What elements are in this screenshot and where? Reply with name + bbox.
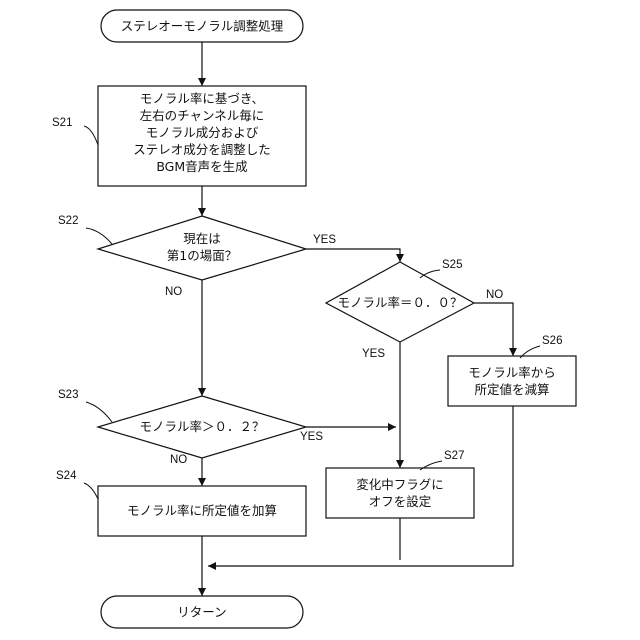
node-s27-line: オフを設定 (369, 494, 432, 509)
node-s21-line: モノラル成分および (146, 125, 259, 140)
node-end-line: リターン (177, 605, 226, 620)
leader-s23 (86, 402, 112, 422)
leader-s22 (86, 228, 112, 244)
step-label-s26: S26 (542, 335, 562, 347)
branch-label-s23-yes: YES (300, 431, 323, 443)
node-s21-line: 左右のチャンネル毎に (140, 108, 265, 123)
step-label-s21: S21 (52, 117, 72, 129)
edge-s22-yes-to-s25 (306, 249, 400, 262)
branch-label-s25-no: NO (486, 289, 503, 301)
node-s23: モノラル率＞０．２？ (98, 396, 306, 458)
node-s22-line: 現在は (183, 231, 221, 246)
node-s26: モノラル率から所定値を減算 (448, 356, 576, 406)
node-start: ステレオーモノラル調整処理 (101, 10, 303, 42)
node-s27: 変化中フラグにオフを設定 (326, 468, 474, 518)
node-s25-line: モノラル率＝０．０？ (337, 295, 462, 310)
node-end-text: リターン (177, 605, 226, 620)
node-s25: モノラル率＝０．０？ (326, 262, 474, 342)
branch-label-s23-no: NO (170, 454, 187, 466)
node-s21-line: モノラル率に基づき、 (140, 91, 264, 106)
node-s27-line: 変化中フラグに (356, 477, 444, 492)
step-label-s25: S25 (442, 259, 462, 271)
step-label-s23: S23 (58, 389, 78, 401)
node-s23-text: モノラル率＞０．２？ (139, 419, 264, 434)
node-s21-line: BGM音声を生成 (156, 159, 247, 174)
branch-label-s22-yes: YES (313, 234, 336, 246)
branch-label-s25-yes: YES (362, 348, 385, 360)
node-end: リターン (101, 596, 303, 628)
node-start-line: ステレオーモノラル調整処理 (121, 19, 284, 34)
node-s21-line: ステレオ成分を調整した (133, 142, 271, 157)
step-label-s22: S22 (58, 215, 78, 227)
branch-label-s22-no: NO (165, 286, 182, 298)
leader-s24 (84, 483, 98, 499)
node-s26-line: モノラル率から (468, 365, 556, 380)
node-s22: 現在は第1の場面？ (98, 216, 306, 280)
step-label-s27: S27 (444, 450, 464, 462)
node-s24-text: モノラル率に所定値を加算 (127, 503, 277, 518)
step-label-s24: S24 (56, 470, 77, 482)
node-s25-text: モノラル率＝０．０？ (337, 295, 462, 310)
node-start-text: ステレオーモノラル調整処理 (121, 19, 284, 34)
node-s26-line: 所定値を減算 (474, 382, 549, 397)
edge-s25-no-to-s26 (474, 303, 513, 356)
node-s24-line: モノラル率に所定値を加算 (127, 503, 277, 518)
node-s21: モノラル率に基づき、左右のチャンネル毎にモノラル成分およびステレオ成分を調整した… (98, 86, 306, 186)
node-s24: モノラル率に所定値を加算 (98, 486, 306, 536)
leader-s21 (84, 126, 98, 145)
node-s23-line: モノラル率＞０．２？ (139, 419, 264, 434)
node-s22-line: 第1の場面？ (167, 248, 237, 263)
